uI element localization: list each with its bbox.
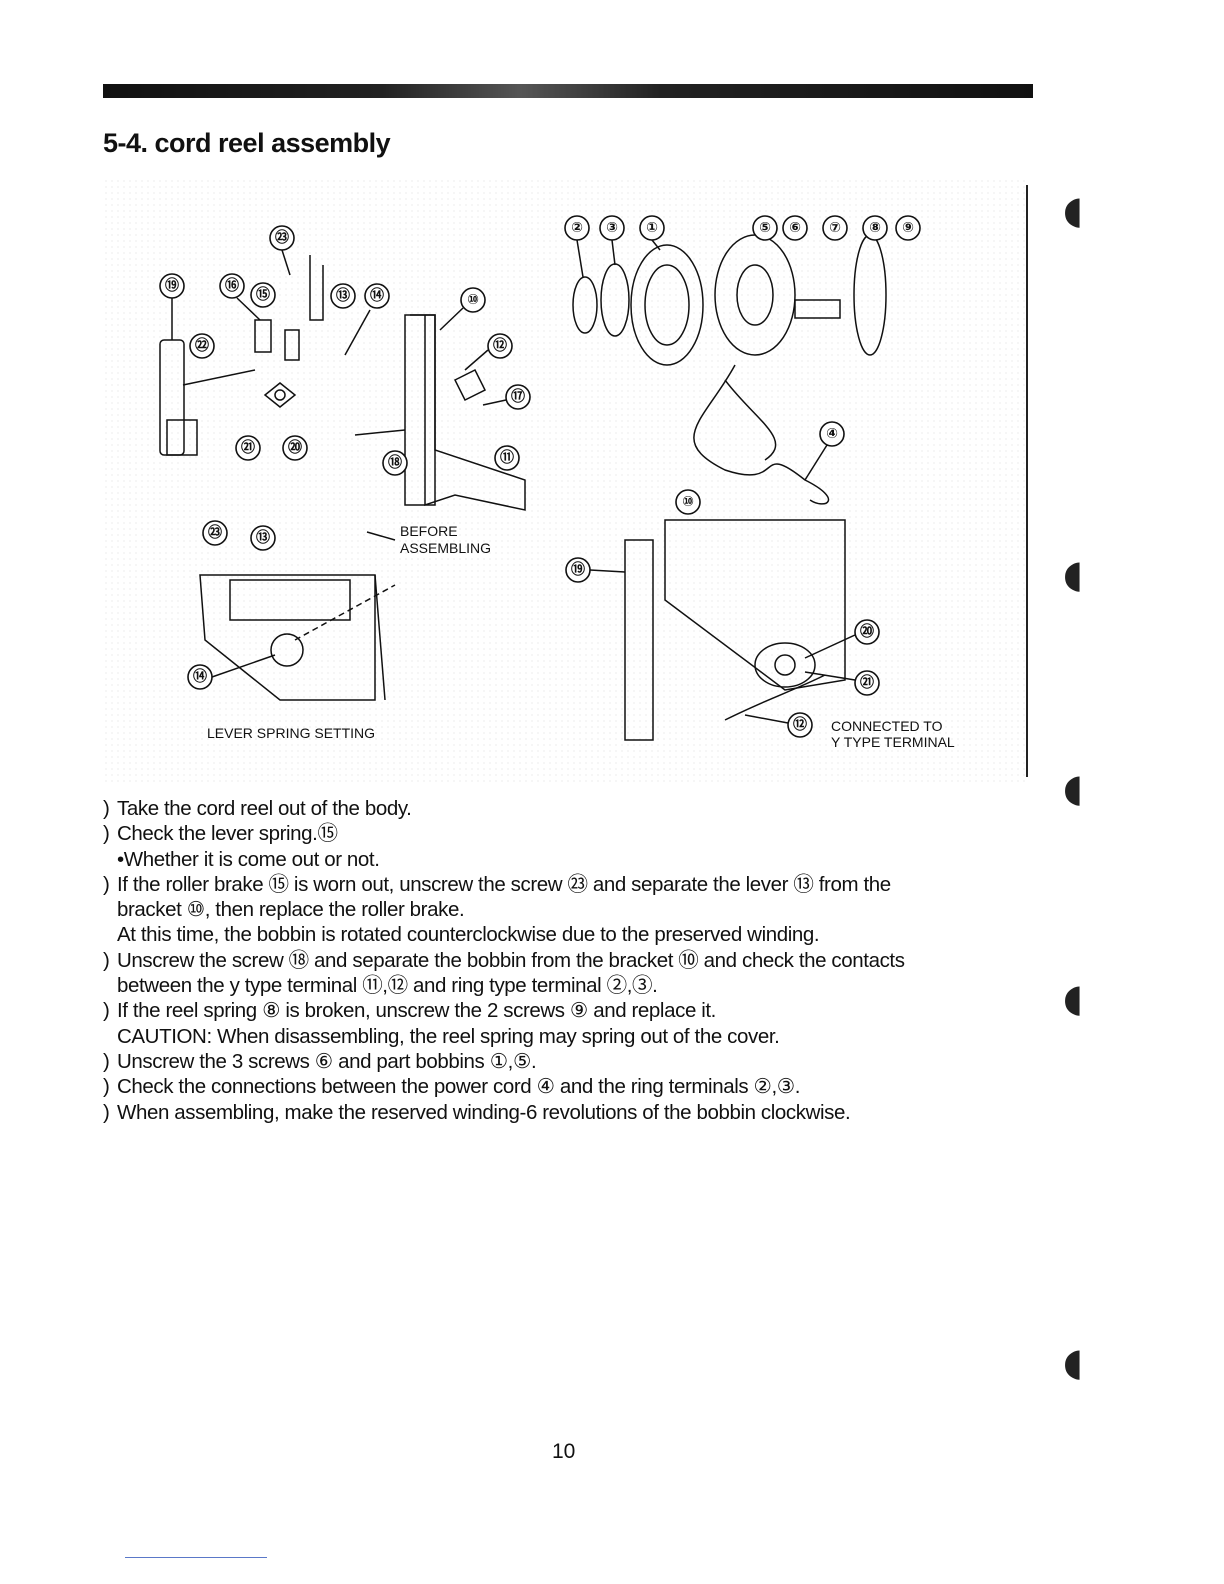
- exploded-diagram: ㉓ ⑲ ⑯ ⑮ ⑬ ⑭ ㉒ ⑩ ⑫ ⑰ ㉑ ⑳ ⑱ ⑪ ② ③ ① ⑤ ⑥ ⑦ …: [105, 180, 1025, 782]
- callout-8: ⑧: [862, 215, 888, 241]
- callout-5: ⑤: [752, 215, 778, 241]
- callout-21-top: ㉑: [235, 435, 261, 461]
- step-5: ) If the reel spring ⑧ is broken, unscre…: [103, 999, 780, 1048]
- binder-hole-icon: ◖: [1063, 976, 1084, 1020]
- svg-text:⑭: ⑭: [193, 668, 207, 685]
- bracket-detail-drawing: [624, 519, 846, 741]
- callout-11-top: ⑪: [494, 445, 520, 471]
- callout-9: ⑨: [895, 215, 921, 241]
- callout-20-top: ⑳: [282, 435, 308, 461]
- step-4: ) Unscrew the screw ⑱ and separate the b…: [103, 948, 905, 998]
- callout-12-top: ⑫: [464, 333, 513, 371]
- step-2: ) Check the lever spring.⑮ •Whether it i…: [103, 822, 380, 871]
- svg-text:⑪: ⑪: [500, 449, 514, 466]
- svg-text:⑥: ⑥: [789, 220, 801, 236]
- svg-text:②: ②: [571, 220, 583, 236]
- svg-text:⑲: ⑲: [165, 277, 179, 294]
- svg-text:⑧: ⑧: [869, 220, 881, 236]
- step-7: ) Check the connections between the powe…: [103, 1075, 801, 1099]
- callout-19: ⑲: [159, 273, 185, 340]
- svg-text:㉓: ㉓: [275, 229, 289, 246]
- svg-text:⑭: ⑭: [370, 287, 384, 304]
- lever-spring-setting-label: LEVER SPRING SETTING: [207, 725, 375, 741]
- svg-text:①: ①: [646, 220, 658, 236]
- callout-23-lower: ㉓: [202, 520, 228, 546]
- svg-text:⑬: ⑬: [336, 287, 350, 304]
- callout-1: ①: [639, 215, 665, 251]
- section-title: 5-4. cord reel assembly: [103, 128, 391, 158]
- svg-text:⑯: ⑯: [225, 277, 239, 294]
- lever-spring-detail: [199, 574, 396, 701]
- svg-text:⑨: ⑨: [902, 220, 914, 236]
- bottom-link-underline: [125, 1557, 267, 1558]
- callout-16: ⑯: [219, 273, 261, 321]
- svg-text:CONNECTED TO: CONNECTED TO: [831, 718, 943, 734]
- callout-2: ②: [564, 215, 590, 278]
- callout-21-lower: ㉑: [804, 670, 880, 696]
- callout-14: ⑭: [364, 283, 390, 309]
- svg-text:⑦: ⑦: [829, 220, 841, 236]
- page-number: 10: [552, 1440, 576, 1463]
- callout-13-lower: ⑬: [250, 525, 276, 551]
- procedure-steps: ) Take the cord reel out of the body. ) …: [103, 796, 1043, 1125]
- callout-3: ③: [599, 215, 625, 266]
- svg-text:⑱: ⑱: [388, 454, 402, 471]
- callout-13: ⑬: [330, 283, 356, 309]
- callout-20-lower: ⑳: [804, 619, 880, 659]
- halftone-background: [105, 180, 1025, 782]
- svg-text:⑳: ⑳: [288, 439, 302, 456]
- before-assembling-note: BEFORE ASSEMBLING: [366, 523, 491, 556]
- svg-text:⑳: ⑳: [860, 623, 874, 640]
- callout-12-lower: ⑫: [744, 712, 813, 738]
- step-1: ) Take the cord reel out of the body.: [103, 797, 412, 820]
- step-8: ) When assembling, make the reserved win…: [103, 1100, 851, 1124]
- callout-10-lower: ⑩: [675, 489, 701, 515]
- callout-19-lower: ⑲: [565, 557, 626, 583]
- svg-text:⑫: ⑫: [493, 337, 507, 354]
- svg-text:⑩: ⑩: [467, 292, 479, 308]
- callout-17: ⑰: [482, 384, 531, 410]
- callout-15: ⑮: [250, 282, 276, 308]
- binder-hole-icon: ◖: [1063, 552, 1084, 596]
- svg-text:⑮: ⑮: [256, 286, 270, 303]
- connected-to-note: CONNECTED TO Y TYPE TERMINAL: [831, 718, 955, 750]
- top-rule: [103, 84, 1033, 98]
- svg-text:⑰: ⑰: [511, 388, 525, 405]
- svg-text:㉓: ㉓: [208, 524, 222, 541]
- callout-18: ⑱: [382, 450, 408, 476]
- svg-text:㉑: ㉑: [860, 674, 874, 691]
- diagram-drawing: ㉓ ⑲ ⑯ ⑮ ⑬ ⑭ ㉒ ⑩ ⑫ ⑰ ㉑ ⑳ ⑱ ⑪ ② ③ ① ⑤ ⑥ ⑦ …: [105, 180, 1025, 782]
- svg-text:⑤: ⑤: [759, 220, 771, 236]
- reel-parts-drawing: [572, 234, 887, 505]
- svg-text:⑫: ⑫: [793, 716, 807, 733]
- callout-10-top: ⑩: [439, 287, 486, 331]
- svg-text:BEFORE: BEFORE: [400, 523, 458, 539]
- callout-23-top: ㉓: [269, 225, 295, 276]
- svg-text:⑲: ⑲: [571, 561, 585, 578]
- callout-7: ⑦: [822, 215, 848, 241]
- step-6: ) Unscrew the 3 screws ⑥ and part bobbin…: [103, 1049, 537, 1073]
- binder-hole-icon: ◖: [1063, 1340, 1084, 1384]
- step-3: ) If the roller brake ⑮ is worn out, uns…: [103, 872, 891, 947]
- bracket-drawing: [354, 314, 526, 511]
- binder-hole-icon: ◖: [1063, 188, 1084, 232]
- svg-text:⑬: ⑬: [256, 529, 270, 546]
- margin-rule: [1026, 185, 1028, 777]
- callout-6: ⑥: [782, 215, 808, 241]
- svg-text:Y TYPE TERMINAL: Y TYPE TERMINAL: [831, 734, 955, 750]
- callout-14-lower: ⑭: [187, 654, 276, 690]
- callout-22: ㉒: [189, 333, 215, 359]
- svg-text:㉒: ㉒: [195, 337, 209, 354]
- svg-text:ASSEMBLING: ASSEMBLING: [400, 540, 491, 556]
- callout-4: ④: [804, 421, 845, 481]
- svg-text:③: ③: [606, 220, 618, 236]
- svg-text:④: ④: [826, 426, 838, 442]
- svg-text:㉑: ㉑: [241, 439, 255, 456]
- binder-hole-icon: ◖: [1063, 766, 1084, 810]
- svg-text:⑩: ⑩: [682, 494, 694, 510]
